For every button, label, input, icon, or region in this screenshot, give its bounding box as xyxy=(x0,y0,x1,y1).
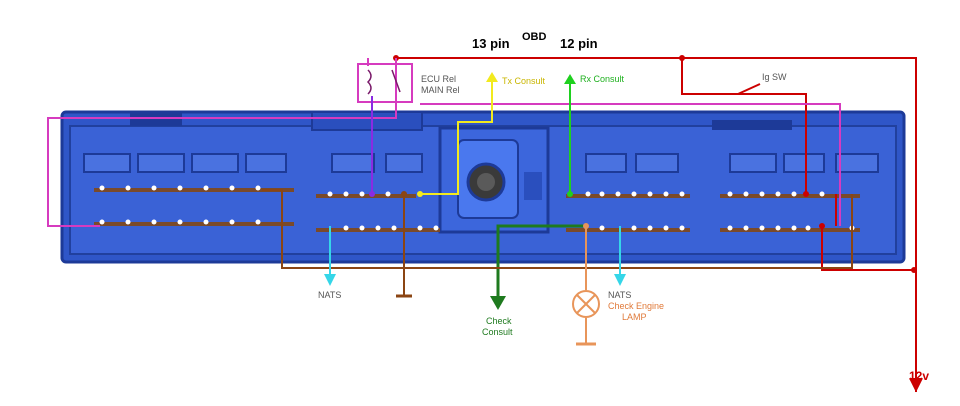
pin-dot xyxy=(177,185,183,191)
label-check-consult-1: Check xyxy=(486,316,512,326)
pin-dot xyxy=(385,191,391,197)
lamp-icon xyxy=(572,290,600,318)
pin-dot xyxy=(203,185,209,191)
pin-dot xyxy=(229,219,235,225)
label-check-engine-2: LAMP xyxy=(622,312,647,322)
pin-dot xyxy=(125,219,131,225)
label-12v: 12v xyxy=(909,369,929,383)
pin-violet xyxy=(369,191,375,197)
pin-dot xyxy=(327,191,333,197)
socket-keys-right xyxy=(585,153,879,173)
arrow-tx xyxy=(486,72,498,82)
pin-dot xyxy=(255,219,261,225)
wire-yellow-tx xyxy=(420,80,493,195)
pin-dot xyxy=(759,225,765,231)
pin-dot xyxy=(391,225,397,231)
pin-yellow xyxy=(417,191,423,197)
label-ecu-rel: ECU Rel xyxy=(421,74,456,84)
pin-dot xyxy=(177,219,183,225)
pin-dot xyxy=(679,225,685,231)
pin-dot xyxy=(775,191,781,197)
pin-dot xyxy=(125,185,131,191)
ecu-connector xyxy=(60,110,906,264)
arrow-nats-left xyxy=(324,274,336,286)
guide-post xyxy=(438,126,550,234)
pin-dot xyxy=(615,191,621,197)
pin-orange xyxy=(583,223,589,229)
pin-dot xyxy=(759,191,765,197)
label-obd: OBD xyxy=(522,31,547,43)
pin-dot xyxy=(99,185,105,191)
pin-dot xyxy=(359,191,365,197)
pin-dot xyxy=(727,191,733,197)
label-check-engine-1: Check Engine xyxy=(608,301,664,311)
label-12-pin: 12 pin xyxy=(560,36,598,51)
arrow-check-consult xyxy=(490,296,506,310)
pin-dot xyxy=(151,219,157,225)
wire-cyan-nats xyxy=(329,226,621,280)
pin-dot xyxy=(203,219,209,225)
pin-dot xyxy=(433,225,439,231)
label-main-rel: MAIN Rel xyxy=(421,85,460,95)
pin-dot xyxy=(99,219,105,225)
pin-dot xyxy=(343,225,349,231)
pin-dot xyxy=(255,185,261,191)
pin-dot xyxy=(647,225,653,231)
label-tx-consult: Tx Consult xyxy=(502,76,546,86)
arrow-nats-right xyxy=(614,274,626,286)
pin-green xyxy=(567,191,573,197)
junction-dots-red xyxy=(393,55,917,273)
pin-dot xyxy=(805,225,811,231)
pin-dot xyxy=(727,225,733,231)
pin-dot xyxy=(791,191,797,197)
label-nats-right: NATS xyxy=(608,290,631,300)
latch-center xyxy=(311,111,423,131)
pin-dot xyxy=(631,225,637,231)
pin-dot xyxy=(775,225,781,231)
pin-dot xyxy=(663,191,669,197)
label-13-pin: 13 pin xyxy=(472,36,510,51)
label-nats-left: NATS xyxy=(318,290,341,300)
arrow-rx xyxy=(564,74,576,84)
pin-dot xyxy=(585,191,591,197)
pin-dot xyxy=(343,191,349,197)
wire-orange-lamp xyxy=(576,226,596,346)
pin-dot xyxy=(359,225,365,231)
latch-right xyxy=(712,120,792,130)
pin-dot xyxy=(791,225,797,231)
pin-dot xyxy=(743,191,749,197)
label-check-consult-2: Consult xyxy=(482,327,513,337)
arrow-12v xyxy=(909,377,923,393)
pin-dot xyxy=(375,225,381,231)
pin-dots xyxy=(99,185,855,231)
pin-dot xyxy=(819,191,825,197)
pin-dot xyxy=(599,225,605,231)
pin-brown xyxy=(401,191,407,197)
pin-dot xyxy=(417,225,423,231)
pin-dot xyxy=(647,191,653,197)
relay-box xyxy=(357,63,413,103)
socket-keys-left xyxy=(83,153,423,173)
wire-red-12v xyxy=(396,57,917,392)
pin-dot xyxy=(679,191,685,197)
pin-dot xyxy=(151,185,157,191)
wire-darkgreen-check xyxy=(496,224,586,306)
pin-dot xyxy=(743,225,749,231)
label-rx-consult: Rx Consult xyxy=(580,74,625,84)
pin-dot xyxy=(631,191,637,197)
pin-dot xyxy=(229,185,235,191)
wire-brown-ground xyxy=(262,189,853,298)
pin-dot xyxy=(663,225,669,231)
pin-dot xyxy=(599,191,605,197)
label-ig-sw: Ig SW xyxy=(762,72,787,82)
